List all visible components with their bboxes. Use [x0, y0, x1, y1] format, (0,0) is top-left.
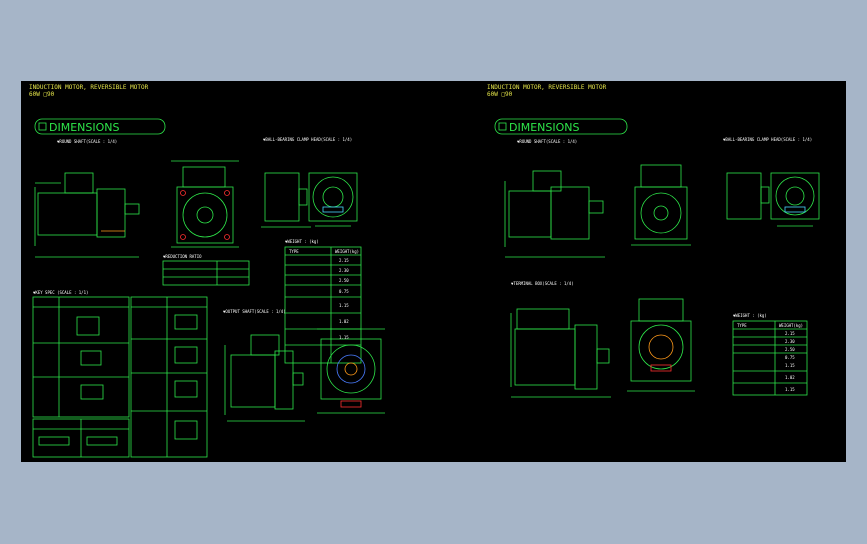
weight-value-left: 1.15: [339, 303, 349, 308]
motor-front-view-right: [631, 164, 691, 246]
weight-header-value-left: WEIGHT(kg): [335, 249, 359, 254]
motor-front-view-left: [171, 160, 239, 248]
weight-header-type-right: TYPE: [737, 323, 747, 328]
weight-value-right: 2.30: [785, 339, 795, 344]
terminal-motor-view-right: [510, 298, 695, 398]
note-shaft-left: ▼OUTPUT SHAFT(SCALE : 1/4): [223, 309, 286, 314]
title-line2-right: 60W □90: [487, 91, 513, 98]
weight-value-right: 2.15: [785, 331, 795, 336]
weight-value-right: 2.50: [785, 347, 795, 352]
weight-header-value-right: WEIGHT(kg): [779, 323, 803, 328]
dimensions-label-left: DIMENSIONS: [49, 121, 119, 134]
note-motor-left: ▼ROUND SHAFT(SCALE : 1/4): [57, 139, 117, 144]
note-clamp-left: ▼BALL-BEARING CLAMP HEAD(SCALE : 1/4): [263, 137, 352, 142]
weight-value-right: 1.02: [785, 375, 795, 380]
shaft-types-table-left: [130, 296, 208, 458]
motor-gearhead-view-left: [224, 328, 385, 422]
drawing-sheet: INDUCTION MOTOR, REVERSIBLE MOTOR 60W □9…: [21, 81, 846, 462]
note-motor-right: ▼ROUND SHAFT(SCALE : 1/4): [517, 139, 577, 144]
weight-value-right: 0.75: [785, 355, 795, 360]
weight-value-right: 1.15: [785, 387, 795, 392]
weight-header-type-left: TYPE: [289, 249, 299, 254]
reduction-table-left: [162, 260, 250, 286]
shaft-spec-table-left: [32, 296, 130, 458]
title-line2-left: 60W □90: [29, 91, 55, 98]
weight-value-left: 2.30: [339, 268, 349, 273]
weight-value-left: 1.02: [339, 319, 349, 324]
note-clamp-right: ▼BALL-BEARING CLAMP HEAD(SCALE : 1/4): [723, 137, 812, 142]
cad-drawing: INDUCTION MOTOR, REVERSIBLE MOTOR 60W □9…: [29, 84, 820, 458]
note-key-left: ▼KEY SPEC (SCALE : 1/1): [33, 290, 88, 295]
weight-value-left: 2.15: [339, 258, 349, 263]
checkbox-glyph-right: [498, 122, 507, 131]
weight-table-right: [732, 320, 808, 396]
weight-value-left: 0.75: [339, 289, 349, 294]
clamp-head-views-left: [261, 172, 358, 228]
dimensions-label-right: DIMENSIONS: [509, 121, 579, 134]
dimensions-capsule-left: [34, 118, 166, 135]
note-terminal-right: ▼TERMINAL BOX(SCALE : 1/4): [511, 281, 574, 286]
clamp-head-views-right: [726, 172, 820, 227]
note-reduction-left: ▼REDUCTION RATIO: [163, 254, 202, 259]
note-weight-right: ▼WEIGHT : (kg): [733, 313, 767, 318]
weight-value-right: 1.15: [785, 363, 795, 368]
dimensions-capsule-right: [494, 118, 628, 135]
title-line1-right: INDUCTION MOTOR, REVERSIBLE MOTOR: [487, 84, 607, 91]
motor-side-view-left: [34, 172, 140, 258]
weight-value-left: 2.50: [339, 278, 349, 283]
motor-side-view-right: [504, 170, 605, 258]
checkbox-glyph-left: [38, 122, 47, 131]
note-weight-left: ▼WEIGHT : (kg): [285, 239, 319, 244]
weight-table-left: [284, 246, 362, 364]
title-line1-left: INDUCTION MOTOR, REVERSIBLE MOTOR: [29, 84, 149, 91]
weight-value-left: 1.15: [339, 335, 349, 340]
